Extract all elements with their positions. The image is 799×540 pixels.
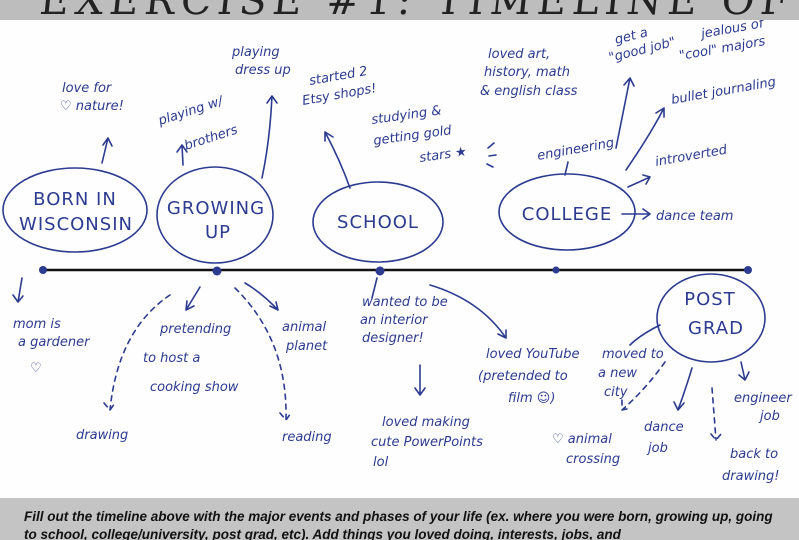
heart-icon: ♡	[30, 361, 42, 376]
note-mom-gardener-1: mom is	[13, 317, 61, 332]
note-back-drawing-1: back to	[730, 447, 778, 462]
note-dance-job-2: job	[646, 441, 668, 456]
note-pretending-1: pretending	[159, 322, 231, 337]
page-title: EXERCISE #1: TIMELINE OF MY LIFE	[38, 0, 799, 20]
arrow-pg-moved	[629, 324, 661, 346]
arrow-pg-back	[710, 387, 722, 441]
arrow-gu-reading	[234, 287, 292, 421]
arrow-school-etsy	[324, 131, 351, 189]
note-interior-1: wanted to be	[362, 295, 448, 310]
note-dance-job-1: dance	[644, 420, 684, 435]
note-studying-3: stars ★	[418, 144, 467, 165]
note-drawing: drawing	[76, 428, 128, 443]
arrow-gu-dress	[261, 95, 278, 179]
note-interior-2: an interior	[360, 313, 429, 328]
note-dress-up-1: playing	[231, 45, 280, 60]
phase-ellipse-college	[498, 173, 636, 251]
phase-ellipse-post-grad	[656, 273, 766, 363]
note-mom-gardener-2: a gardener	[18, 335, 91, 350]
note-pretending-2: to host a	[143, 351, 200, 366]
note-animal-crossing-2: crossing	[566, 452, 620, 467]
arrow-college-bullet	[625, 107, 665, 171]
note-engineer-job-2: job	[758, 409, 780, 424]
note-loved-art-1: loved art,	[488, 47, 550, 62]
note-introverted: introverted	[654, 142, 729, 170]
arrow-college-dance	[621, 208, 651, 220]
phase-label-college: COLLEGE	[522, 204, 613, 225]
timeline-dot-college	[552, 266, 560, 274]
note-playing-brothers-2: brothers	[183, 122, 240, 153]
note-dance-team: dance team	[656, 209, 733, 224]
phase-ellipse-born	[2, 167, 148, 253]
note-jealous-2: "cool" majors	[678, 34, 767, 64]
note-playing-brothers-1: playing w/	[156, 93, 227, 129]
timeline-dot-post-grad	[744, 266, 752, 274]
title-banner: EXERCISE #1: TIMELINE OF MY LIFE	[0, 0, 799, 20]
note-studying-1: studying &	[370, 103, 442, 128]
phase-label-growing-1: GROWING	[167, 198, 265, 219]
note-animal-crossing-1: ♡ animal	[552, 432, 612, 447]
note-love-nature-2: ♡ nature!	[60, 99, 124, 114]
arrow-pg-crossing	[621, 361, 666, 411]
note-powerpoints-1: loved making	[382, 415, 470, 430]
phase-label-post-1: POST	[684, 289, 735, 310]
note-dress-up-2: dress up	[235, 63, 291, 78]
note-powerpoints-2: cute PowerPoints	[371, 435, 483, 450]
instructions-footer: Fill out the timeline above with the maj…	[0, 498, 799, 540]
note-loved-art-2: history, math	[484, 65, 570, 80]
timeline-dot-born	[39, 266, 47, 274]
note-powerpoints-3: lol	[373, 455, 389, 470]
phase-label-growing-2: UP	[205, 222, 231, 243]
arrow-born-nature	[101, 137, 113, 164]
phase-label-school: SCHOOL	[337, 212, 419, 233]
arrow-born-mom	[12, 277, 24, 303]
timeline-dot-growing-up	[212, 266, 222, 276]
note-moved-1: moved to	[602, 347, 664, 362]
note-loved-art-3: & english class	[480, 84, 578, 99]
arrow-gu-drawing	[103, 294, 171, 411]
timeline-sketch: BORN IN WISCONSIN GROWING UP SCHOOL COLL…	[2, 20, 793, 484]
arrow-school-interior	[371, 277, 378, 299]
phase-label-born-1: BORN IN	[33, 189, 117, 210]
arrow-college-goodjob	[615, 77, 635, 149]
arrow-pg-engineer	[738, 361, 750, 381]
note-bullet-journaling: bullet journaling	[670, 75, 777, 108]
note-youtube-2: (pretended to	[478, 369, 568, 384]
note-moved-3: city	[604, 385, 628, 400]
note-moved-2: a new	[598, 366, 637, 381]
note-animal-planet-1: animal	[282, 320, 326, 335]
arrow-gu-brothers	[176, 144, 188, 166]
arrow-school-powerpoints	[414, 364, 426, 396]
phase-ellipse-school	[312, 181, 444, 263]
note-reading: reading	[282, 430, 332, 445]
arrow-gu-pretending	[185, 286, 201, 311]
note-love-nature-1: love for	[62, 81, 113, 96]
note-engineer-job-1: engineer	[734, 391, 793, 406]
note-back-drawing-2: drawing!	[722, 469, 780, 484]
arrow-college-introverted	[627, 174, 651, 188]
instructions-text: Fill out the timeline above with the maj…	[24, 509, 773, 540]
note-interior-3: designer!	[362, 331, 424, 346]
phase-label-born-2: WISCONSIN	[19, 214, 133, 235]
note-youtube-3: film ☺)	[508, 391, 555, 406]
note-studying-2: getting gold	[372, 123, 453, 149]
phase-ellipse-growing-up	[156, 166, 274, 264]
arrow-college-engineering	[564, 161, 569, 176]
timeline-dot-school	[375, 266, 385, 276]
stars-dashes	[486, 142, 497, 168]
arrow-school-youtube	[429, 284, 507, 339]
note-animal-planet-2: planet	[285, 339, 328, 354]
note-engineering: engineering	[536, 136, 615, 164]
phase-label-post-2: GRAD	[688, 318, 744, 339]
note-pretending-3: cooking show	[150, 380, 239, 395]
arrow-gu-animal	[244, 282, 279, 311]
arrow-pg-dance	[673, 367, 693, 411]
note-youtube-1: loved YouTube	[486, 347, 579, 362]
